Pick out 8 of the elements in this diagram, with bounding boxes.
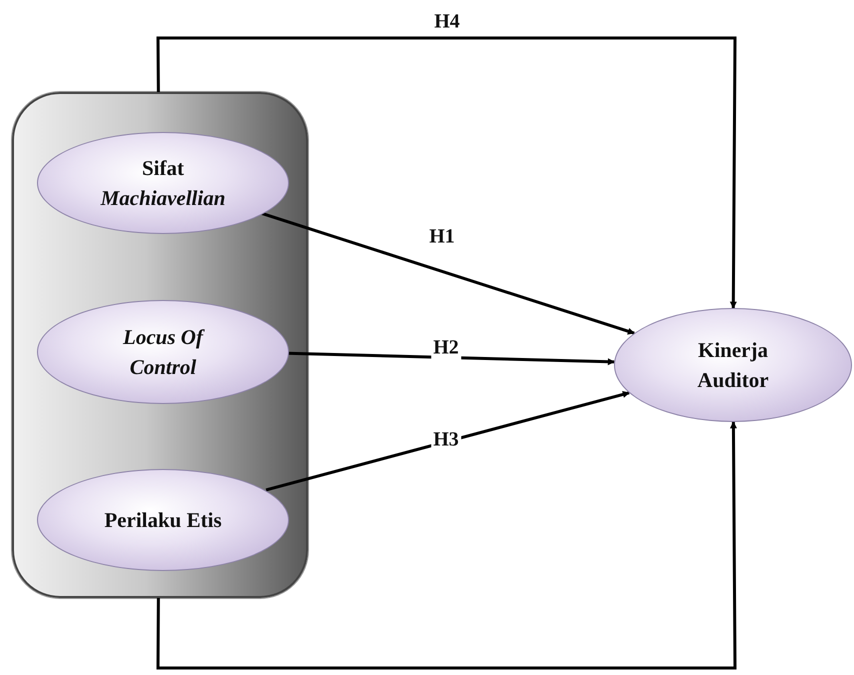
arrow	[156, 421, 737, 670]
node-label: Perilaku Etis	[103, 506, 223, 534]
node-label: Kinerja Auditor	[696, 336, 770, 394]
node-label: Locus Of Control	[122, 324, 206, 381]
arrow	[156, 36, 737, 309]
group-box	[12, 92, 308, 598]
arrow	[286, 352, 615, 366]
node-label: Sifat Machiavellian	[99, 154, 226, 212]
